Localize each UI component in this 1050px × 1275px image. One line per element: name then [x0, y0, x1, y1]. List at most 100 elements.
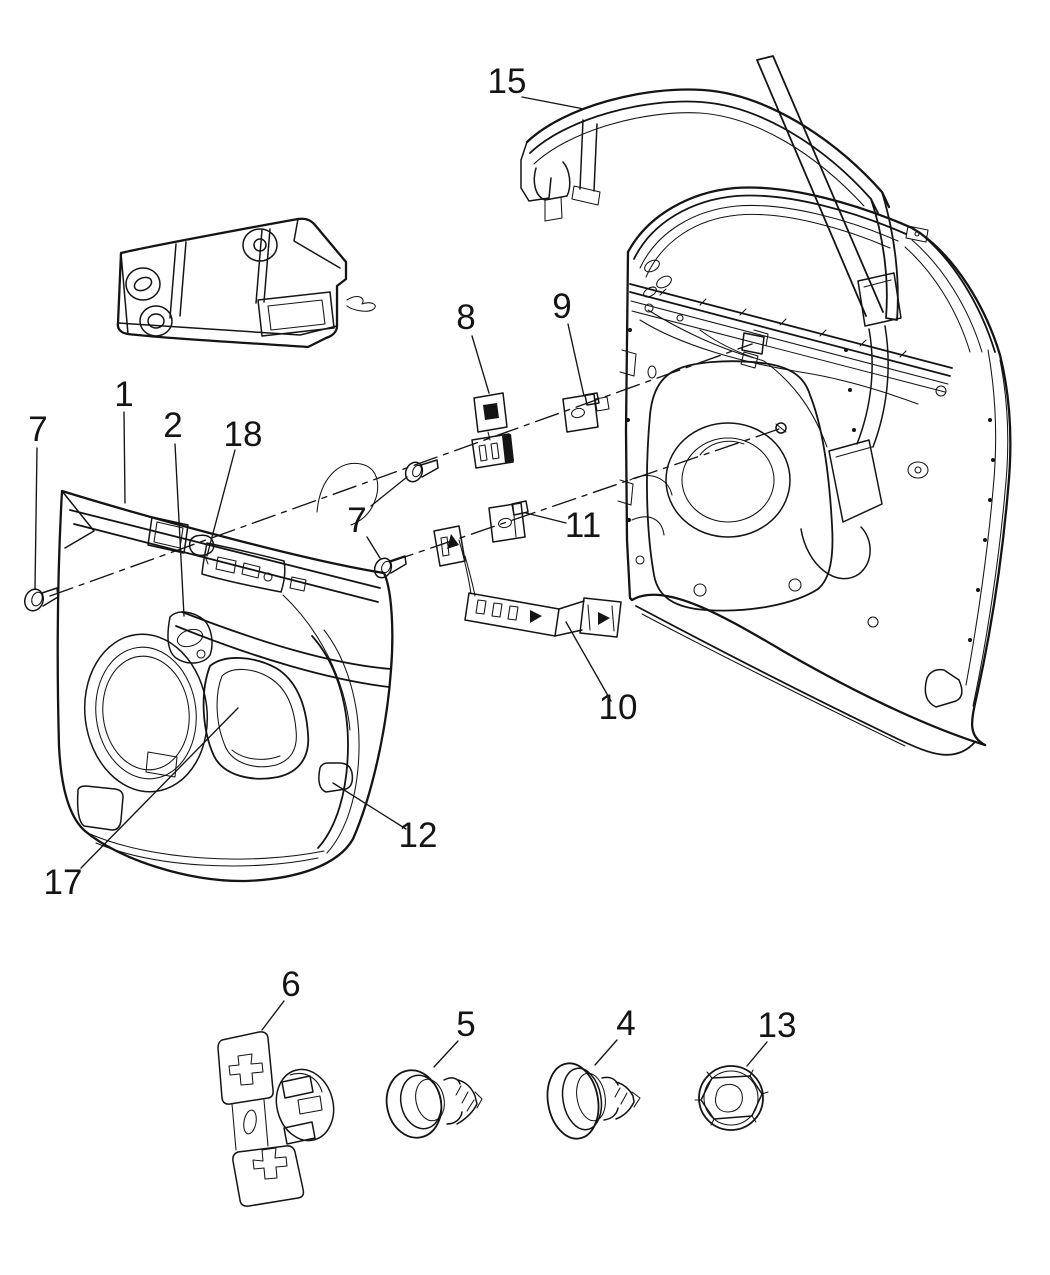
door-trim-panel-shape	[231, 749, 281, 760]
nut-13	[694, 1065, 769, 1131]
clip-5-shape	[385, 1069, 443, 1139]
bracket-8-shape	[502, 434, 514, 463]
retainer-6-shape	[217, 1031, 274, 1105]
callout-label-1-3: 1	[114, 375, 133, 414]
door-inner-panel-shape	[968, 638, 972, 642]
bracket-9-shape	[594, 396, 610, 412]
window-molding-shape	[571, 185, 601, 206]
upper-left-bracket-shape	[120, 252, 129, 335]
callout-leader-9	[567, 323, 585, 397]
door-inner-panel-shape	[991, 458, 995, 462]
door-inner-panel-shape	[848, 388, 852, 392]
callout-leader-2	[174, 443, 185, 617]
glass-run-channel-shape	[856, 325, 889, 448]
door-trim-panel-shape	[69, 509, 381, 603]
bracket-9-shape	[571, 407, 585, 419]
door-inner-panel-shape	[630, 300, 949, 393]
callout-label-9-2: 9	[552, 287, 571, 326]
door-inner-panel-shape	[919, 232, 996, 353]
upper-left-bracket-shape	[255, 228, 271, 304]
callout-leader-11	[525, 512, 567, 524]
window-molding-shape	[529, 100, 879, 214]
screw-7-left	[23, 587, 59, 612]
door-inner-panel-shape	[635, 605, 976, 756]
bracket-8-shape	[478, 442, 500, 462]
upper-left-bracket-shape	[169, 241, 187, 319]
clip-5-shape	[455, 1085, 475, 1112]
bracket-8-shape	[473, 392, 508, 433]
clip-4	[546, 1062, 641, 1140]
retainer-6-shape	[252, 1147, 288, 1180]
door-inner-panel-shape	[656, 275, 672, 289]
upper-left-bracket-shape	[242, 228, 278, 262]
door-inner-panel-shape	[626, 186, 1012, 747]
door-inner-panel-shape	[763, 360, 828, 448]
window-molding-shape	[544, 196, 563, 222]
callout-label-7-4: 7	[28, 410, 47, 449]
clip-5-shape	[474, 1091, 483, 1109]
door-trim-panel-shape	[102, 655, 190, 771]
glass-run-channel-shape	[756, 55, 884, 317]
nut-13-shape	[694, 1069, 769, 1126]
screw-7-left-shape	[23, 588, 45, 612]
door-inner-panel-shape	[924, 668, 963, 708]
door-inner-panel-shape	[983, 538, 987, 542]
callout-label-15-0: 15	[488, 62, 527, 101]
callout-label-10-9: 10	[599, 688, 638, 727]
upper-left-bracket-shape	[125, 267, 161, 301]
door-inner-panel-shape	[629, 283, 953, 377]
bracket-10-shape	[587, 604, 615, 632]
callout-leader-4	[594, 1039, 618, 1066]
door-inner-panel-shape	[643, 286, 657, 298]
upper-left-bracket-shape	[346, 296, 376, 312]
bracket-9-shape	[584, 392, 600, 406]
door-inner-panel-shape	[867, 616, 879, 628]
bracket-10-shape	[554, 600, 585, 637]
door-inner-panel-shape	[935, 385, 947, 397]
retainer-6-shape	[228, 1053, 264, 1086]
door-inner-panel-shape	[914, 231, 920, 237]
projection-lines-shape	[49, 343, 753, 597]
projection-lines-shape	[389, 428, 780, 563]
door-inner-panel-shape	[988, 418, 992, 422]
screw-7-left-shape	[41, 587, 59, 607]
door-trim-panel-shape	[216, 668, 297, 768]
bracket-8-shape	[483, 403, 499, 420]
door-inner-panel-shape	[905, 225, 929, 243]
clip-4-shape	[615, 1081, 635, 1120]
door-inner-panel-shape	[844, 348, 848, 352]
callout-leader-1	[123, 411, 126, 504]
door-trim-panel-shape	[176, 628, 204, 648]
door-inner-panel-shape	[641, 613, 906, 747]
screw-7-mid-lower	[373, 555, 407, 579]
door-inner-panel-shape	[639, 319, 919, 405]
bracket-11	[488, 500, 529, 543]
door-trim-panel-shape	[201, 542, 286, 593]
door-inner-panel-shape	[681, 437, 775, 523]
upper-left-bracket-shape	[133, 276, 153, 292]
callout-leader-7	[34, 447, 38, 590]
callout-leader-12	[332, 782, 407, 830]
window-molding	[520, 88, 899, 321]
retainer-6-shape	[283, 1121, 316, 1145]
bracket-8-shape	[471, 433, 514, 469]
bracket-10-shape	[458, 539, 476, 597]
door-inner-panel-shape	[644, 259, 660, 273]
bracket-10-shape	[475, 599, 519, 621]
callout-label-6-12: 6	[281, 965, 300, 1004]
callout-label-5-13: 5	[456, 1005, 475, 1044]
bracket-10	[433, 525, 622, 638]
screw-7-mid-upper-shape	[412, 464, 422, 478]
door-trim-panel-shape	[263, 572, 273, 582]
door-inner-panel-shape	[775, 423, 787, 433]
door-trim-panel-shape	[316, 462, 379, 526]
callout-leader-15	[521, 96, 585, 110]
retainer-6-shape	[243, 1109, 257, 1135]
glass-run-channel-shape	[835, 446, 873, 458]
door-inner-panel-shape	[699, 329, 765, 362]
retainer-6	[217, 1031, 335, 1207]
bracket-8-shape	[487, 431, 491, 441]
retainer-6-shape	[232, 1145, 305, 1207]
